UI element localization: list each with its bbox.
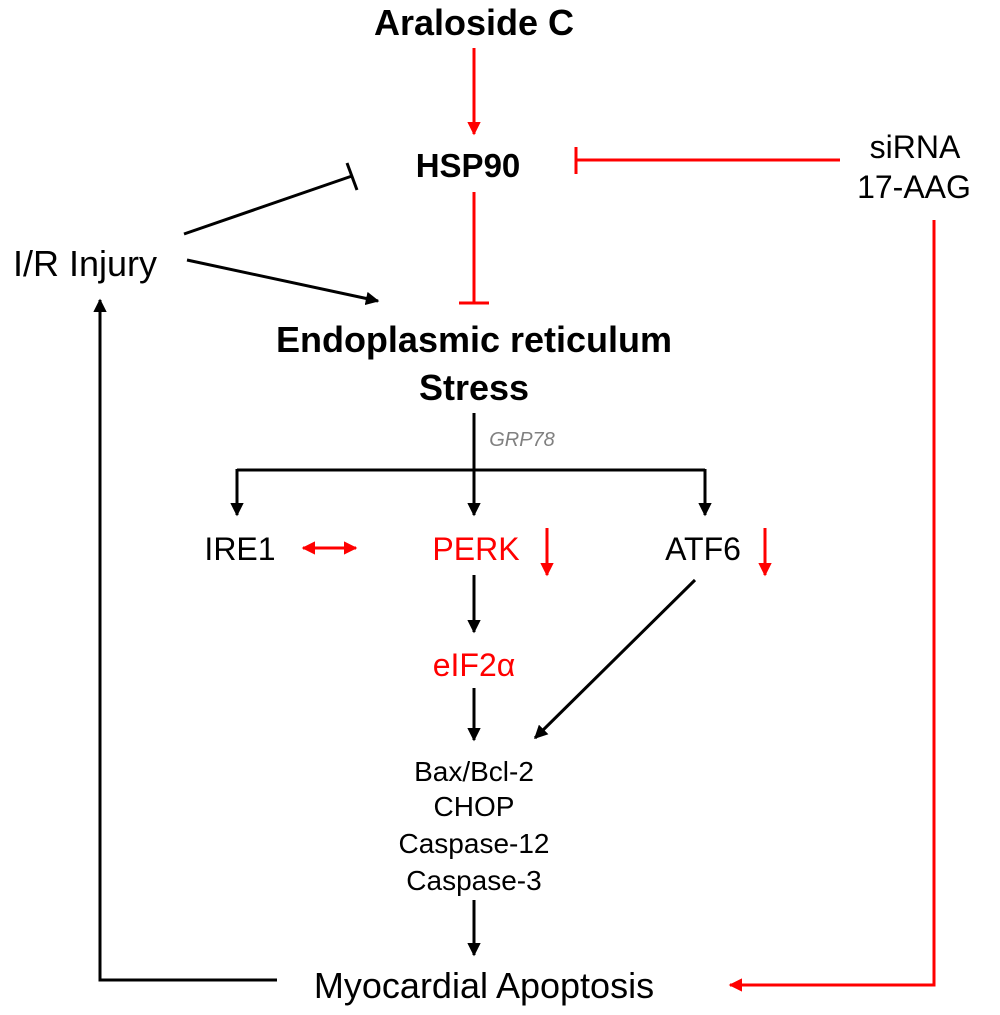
araloside-c-label: Araloside C	[374, 2, 574, 43]
sirna-label: siRNA	[870, 129, 961, 165]
edge-ir-injury-to-er-stress	[186, 258, 380, 306]
myocardial-apoptosis-label: Myocardial Apoptosis	[314, 965, 654, 1006]
edge-sirna-to-apoptosis	[728, 220, 936, 992]
edge-apoptosis-to-ir-injury	[93, 298, 277, 982]
caspase-12-label: Caspase-12	[399, 828, 550, 859]
ire1-label: IRE1	[204, 531, 275, 567]
er-stress-label-line2: Stress	[419, 367, 529, 408]
chop-label: CHOP	[434, 791, 515, 822]
edge-ir-injury-inhibits-hsp90	[183, 162, 359, 236]
atf6-label: ATF6	[665, 531, 741, 567]
edge-hsp90-inhibits-er-stress	[459, 192, 489, 305]
eif2a-label: eIF2α	[433, 647, 516, 683]
ir-injury-label: I/R Injury	[13, 243, 157, 284]
grp78-label: GRP78	[489, 429, 555, 451]
17-aag-label: 17-AAG	[857, 169, 971, 205]
caspase-3-label: Caspase-3	[406, 865, 541, 896]
hsp90-label: HSP90	[416, 147, 521, 184]
bax-bcl2-label: Bax/Bcl-2	[414, 756, 534, 787]
er-stress-label-line1: Endoplasmic reticulum	[276, 319, 672, 360]
perk-label: PERK	[432, 531, 519, 567]
edge-atf6-to-bax	[533, 578, 697, 740]
edge-sirna-inhibits-hsp90	[574, 147, 840, 174]
